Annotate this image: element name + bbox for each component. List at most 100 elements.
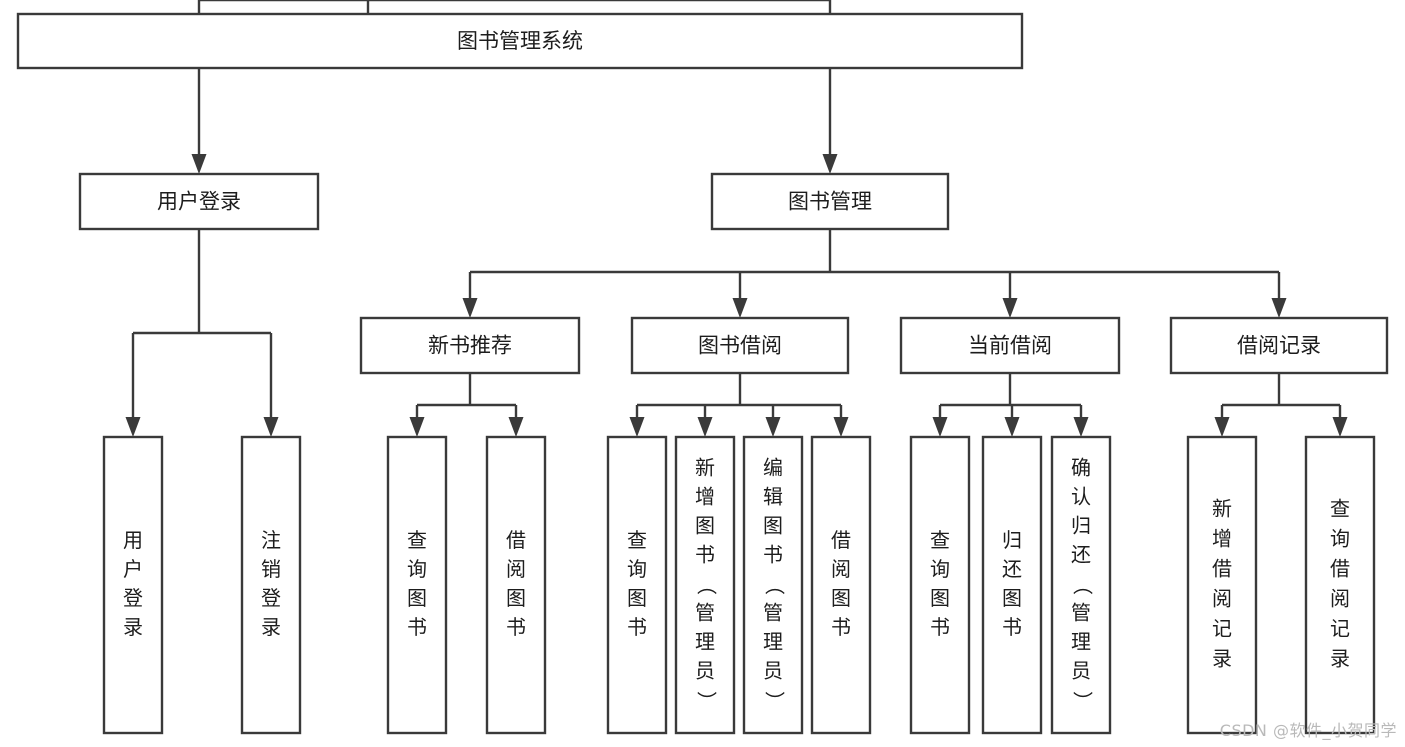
node-label-char: 书 (695, 543, 715, 567)
node-label-char: 借 (506, 528, 526, 552)
arrow-head-icon (1073, 417, 1089, 437)
connector-group-current-borrow (932, 373, 1089, 437)
node-box-leaf-add-record (1186, 435, 1258, 735)
node-new-book-recommend[interactable]: 新书推荐 (359, 316, 581, 375)
node-label-borrow-record: 借阅记录 (1237, 334, 1321, 358)
connector-group-new-book-recommend (409, 373, 524, 437)
node-label-char: ） (763, 691, 787, 711)
node-book-borrow[interactable]: 图书借阅 (630, 316, 850, 375)
arrow-head-icon (1332, 417, 1348, 437)
arrow-head-icon (822, 154, 838, 174)
node-label-char: 借 (831, 528, 851, 552)
node-box-leaf-query-book-2 (606, 435, 668, 735)
node-label-char: （ (1071, 575, 1095, 595)
node-label-book-manage: 图书管理 (788, 190, 872, 214)
node-label-char: （ (763, 575, 787, 595)
node-label-char: 询 (930, 557, 950, 581)
node-label-char: 借 (1330, 557, 1350, 581)
node-label-char: 阅 (1212, 587, 1232, 611)
node-label-char: 图 (506, 586, 526, 610)
node-label-char: 询 (1330, 527, 1350, 551)
node-label-char: 书 (506, 615, 526, 639)
node-label-char: 书 (1002, 615, 1022, 639)
node-label-char: 书 (930, 615, 950, 639)
node-label-char: 阅 (831, 557, 851, 581)
node-label-char: 还 (1002, 557, 1022, 581)
arrow-head-icon (765, 417, 781, 437)
node-label-char: ） (695, 691, 719, 711)
node-label-char: 新 (695, 456, 715, 480)
node-label-char: 询 (407, 557, 427, 581)
arrow-head-icon (1004, 417, 1020, 437)
node-box-leaf-logout-login (240, 435, 302, 735)
node-box-leaf-query-book-3 (909, 435, 971, 735)
node-box-leaf-add-book (674, 435, 736, 735)
node-label-char: 管 (763, 601, 783, 625)
node-box-user-login (78, 172, 320, 231)
node-current-borrow[interactable]: 当前借阅 (899, 316, 1121, 375)
connector-group-book-manage (462, 229, 1287, 318)
node-box-book-manage (710, 172, 950, 231)
node-label-char: 录 (261, 615, 281, 639)
node-label-char: 记 (1212, 617, 1232, 641)
node-borrow-record[interactable]: 借阅记录 (1169, 316, 1389, 375)
node-label-char: 注 (261, 528, 281, 552)
arrow-head-icon (732, 298, 748, 318)
node-layer: 图书管理系统用户登录图书管理新书推荐图书借阅当前借阅借阅记录用户登录注销登录查询… (16, 12, 1389, 735)
arrow-head-icon (1271, 298, 1287, 318)
arrow-head-icon (1214, 417, 1230, 437)
arrow-head-icon (508, 417, 524, 437)
arrow-head-icon (409, 417, 425, 437)
node-label-char: 归 (1071, 514, 1091, 538)
node-label-char: 书 (627, 615, 647, 639)
node-label-char: 管 (695, 601, 715, 625)
node-label-char: 图 (930, 586, 950, 610)
node-label-char: 登 (261, 586, 281, 610)
node-label-char: 图 (763, 514, 783, 538)
node-label-char: 图 (831, 586, 851, 610)
connector-group-user-login (125, 229, 279, 437)
node-label-new-book-recommend: 新书推荐 (428, 334, 512, 358)
node-label-user-login: 用户登录 (157, 190, 241, 214)
node-box-book-borrow (630, 316, 850, 375)
node-box-leaf-return-book (981, 435, 1043, 735)
node-label-char: 用 (123, 528, 143, 552)
node-label-char: 查 (1330, 497, 1350, 521)
watermark-text: CSDN @软件_小贺同学 (1219, 721, 1397, 740)
node-label-char: 阅 (1330, 587, 1350, 611)
node-box-leaf-query-record (1304, 435, 1376, 735)
arrow-head-icon (263, 417, 279, 437)
node-user-login[interactable]: 用户登录 (78, 172, 320, 231)
node-label-char: 书 (407, 615, 427, 639)
node-label-char: 销 (261, 557, 281, 581)
node-box-current-borrow (899, 316, 1121, 375)
node-label-char: 新 (1212, 497, 1232, 521)
node-label-char: 确 (1071, 456, 1091, 480)
connector-group-book-borrow (629, 373, 849, 437)
node-book-manage[interactable]: 图书管理 (710, 172, 950, 231)
node-label-char: 录 (1212, 647, 1232, 671)
node-label-char: 图 (1002, 586, 1022, 610)
node-root[interactable]: 图书管理系统 (16, 12, 1024, 70)
node-label-char: 查 (407, 528, 427, 552)
node-label-book-borrow: 图书借阅 (698, 334, 782, 358)
arrow-head-icon (191, 154, 207, 174)
node-leaf-user-login[interactable]: 用户登录 (102, 435, 164, 735)
node-label-char: 还 (1071, 543, 1091, 567)
node-label-current-borrow: 当前借阅 (968, 334, 1052, 358)
node-label-char: 借 (1212, 557, 1232, 581)
node-label-char: 登 (123, 586, 143, 610)
node-label-char: 图 (407, 586, 427, 610)
